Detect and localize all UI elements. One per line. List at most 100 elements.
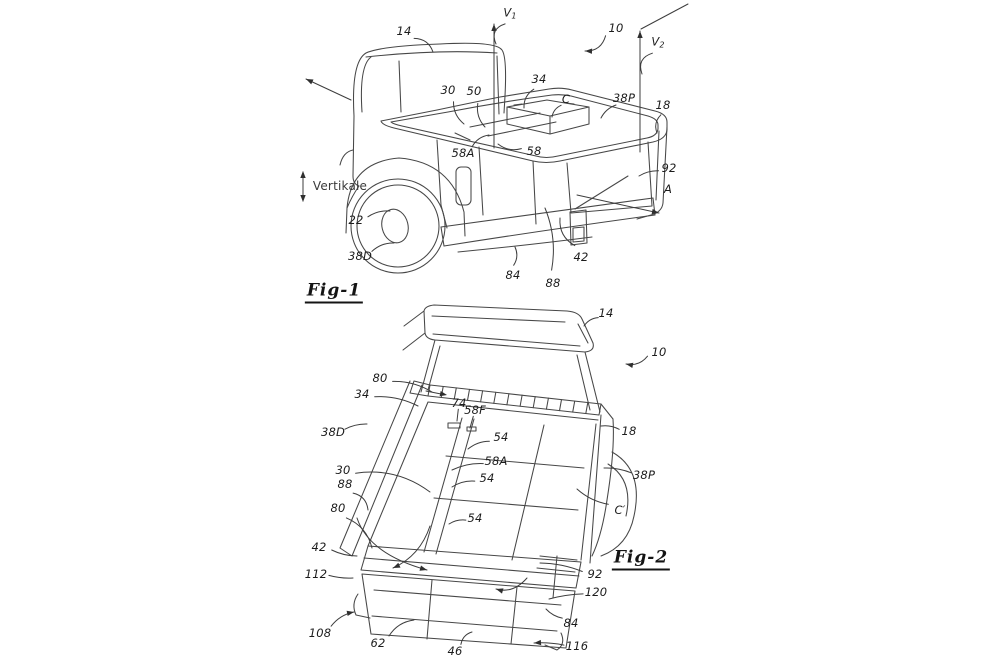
ref-label-18: 18 [621,424,637,438]
leader-line [600,425,620,430]
ref-label-v1: V1 [503,5,517,21]
leader-line [548,593,584,600]
ref-label-vertikale: Vertikale [312,179,368,193]
ref-label-c: C′ [614,503,626,517]
ref-label-14: 14 [598,306,614,320]
rail-direction-arrow [425,390,442,395]
arrowhead [346,610,354,616]
diagonal-reference-line [640,3,689,30]
leader-line [576,488,609,505]
ref-label-38d: 38D [347,249,373,263]
arrowhead [585,48,593,54]
forward-direction-arrow [305,78,352,101]
leader-line [367,210,391,218]
arrowhead [491,24,497,31]
rail-slat-tick [493,391,497,404]
leader-line [471,134,490,148]
ref-label-58f: 58F [464,403,486,417]
leader-line [600,104,617,119]
ref-label-58a: 58A [484,454,508,468]
ref-label-84: 84 [505,268,521,282]
leader-line [388,619,415,637]
ref-label-88: 88 [545,276,561,290]
fig2-truck-drawing [339,304,637,651]
leader-line [451,480,476,488]
rail-slat-tick [532,396,536,409]
ref-label-v2: V2 [651,34,665,50]
rail-slat-tick [585,401,589,415]
ref-label-58: 58 [526,144,542,158]
ref-label-54: 54 [493,430,509,444]
leader-line [328,574,354,579]
leader-line [551,104,562,118]
ref-label-30: 30 [335,463,351,477]
leader-line [583,317,599,327]
leader-line [493,23,506,45]
ref-label-10: 10 [651,345,667,359]
leader-line [331,549,358,557]
leader-line [603,467,632,474]
rail-slat-tick [558,399,563,412]
ref-label-74: 74 [451,396,467,410]
ref-label-a: A [663,182,673,196]
panel-motion-arrow [356,517,428,571]
ref-label-34: 34 [354,387,370,401]
ref-label-14: 14 [396,24,412,38]
leader-line [355,471,431,493]
arrowhead [419,565,427,571]
leader-line [448,519,467,525]
leader-line [460,631,473,645]
arrowhead [306,79,314,85]
leader-line [345,517,373,549]
leader-line [392,380,433,393]
fig1-caption: Fig-1 [304,281,364,304]
rail-slat-tick [545,397,549,410]
leader-line [352,492,369,511]
arrowhead [300,171,306,178]
rail-slat-tick [466,388,471,401]
arrowhead [626,362,634,368]
leader-line [469,415,474,429]
leader-line [638,170,659,177]
leader-line [545,608,563,619]
leader-line [344,423,368,430]
ref-label-38p: 38P [612,91,636,105]
rail-slat-tick [519,394,523,407]
leader-line [467,440,490,450]
ref-label-18: 18 [655,98,671,112]
arrowhead [534,639,542,646]
leader-line [513,246,518,266]
ref-label-42: 42 [311,540,327,554]
ref-label-112: 112 [304,567,328,581]
leader-line [523,88,535,109]
fig2-caption: Fig-2 [611,548,671,571]
ref-label-c: C [561,92,571,106]
ref-label-54: 54 [467,511,483,525]
ref-label-108: 108 [308,626,332,640]
leader-line [451,463,484,471]
a-axis-arrow [576,194,660,214]
ref-label-38p: 38P [632,468,656,482]
ref-label-80: 80 [330,501,346,515]
rail-slat-tick [506,393,510,406]
leader-line [456,408,459,422]
leader-line [539,562,583,572]
ref-label-84: 84 [563,616,579,630]
rail-slat-tick [480,390,484,403]
fig1-truck-drawing [339,42,668,274]
leader-line [371,242,395,252]
leader-line [640,52,653,75]
arrowhead [393,562,401,568]
ref-label-116: 116 [565,639,589,653]
leader-line [497,143,522,151]
leader-line [544,207,554,271]
rail-slat-tick [453,387,457,400]
leader-line [559,217,576,247]
arrowhead [439,391,447,397]
ref-label-34: 34 [531,72,547,86]
arrowhead [637,31,643,38]
ref-label-38d: 38D [320,425,346,439]
